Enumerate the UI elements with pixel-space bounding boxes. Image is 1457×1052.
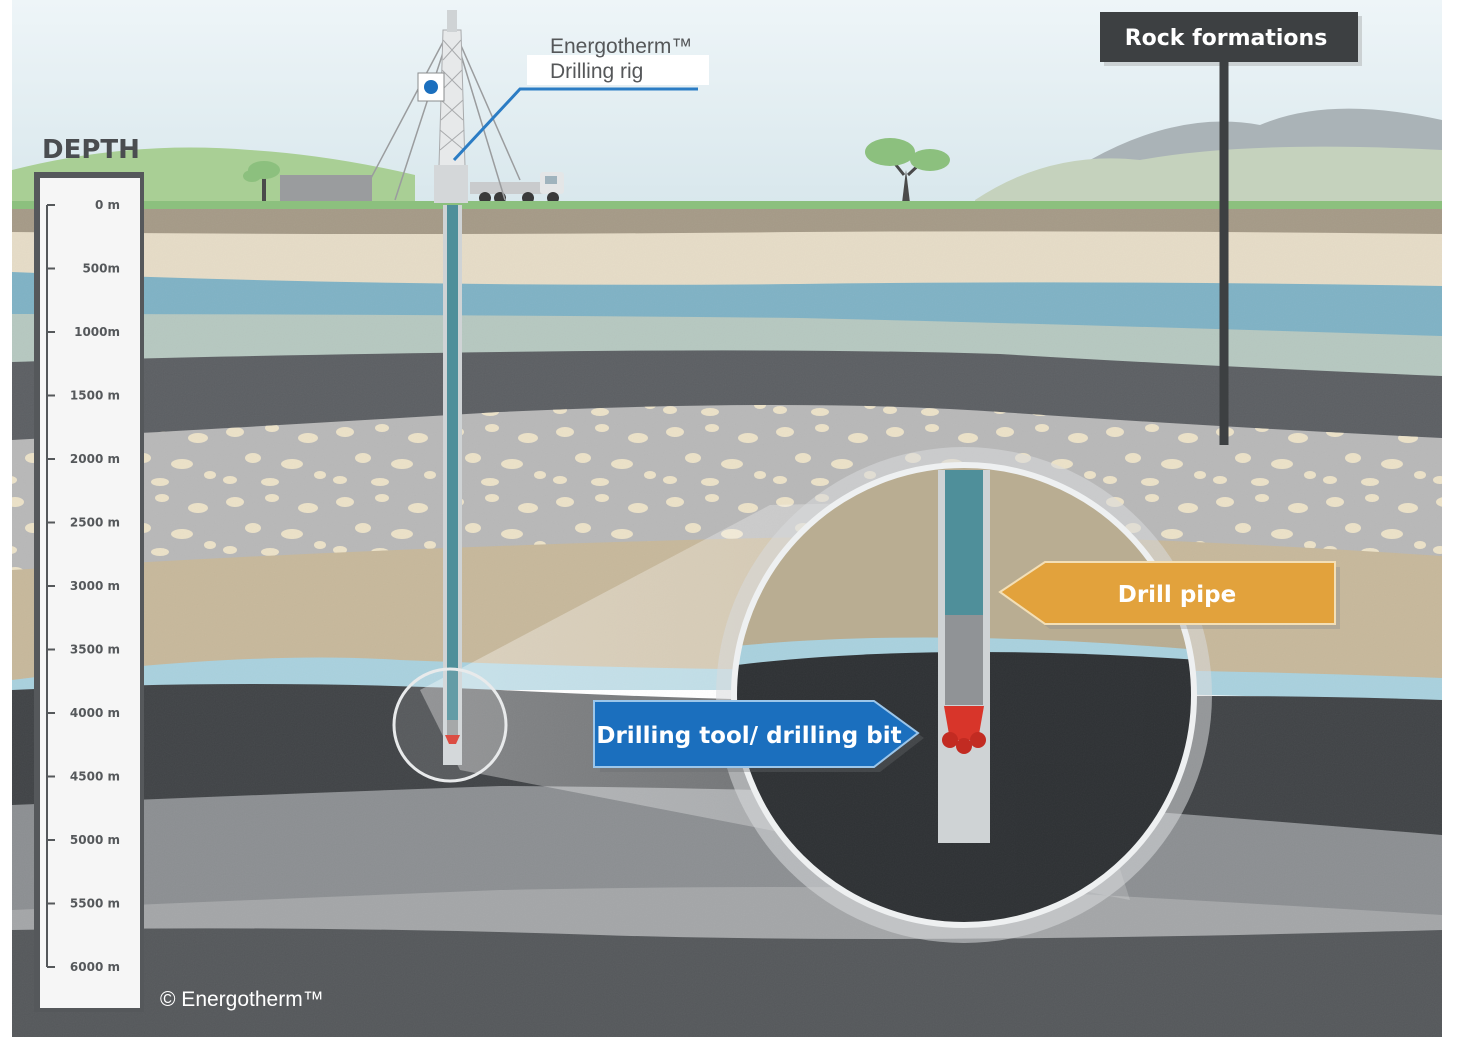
drill-bit-icon bbox=[942, 706, 986, 754]
depth-tick-label: 0 m bbox=[95, 198, 120, 212]
drill-pipe-label: Drill pipe bbox=[1118, 582, 1237, 608]
depth-scale: DEPTH 0 m 500m 1000m 1500 m 2000 m 2500 m 3000… bbox=[34, 135, 144, 1012]
equipment-container bbox=[280, 175, 372, 203]
depth-tick-label: 6000 m bbox=[70, 960, 120, 974]
magnifier-lens-edge bbox=[731, 462, 1197, 928]
depth-scale-panel bbox=[40, 178, 140, 1008]
drill-pipe-main bbox=[447, 205, 458, 725]
depth-title: DEPTH bbox=[42, 135, 140, 165]
depth-tick-label: 1500 m bbox=[70, 389, 120, 403]
depth-tick-label: 5500 m bbox=[70, 897, 120, 911]
grass-strip bbox=[12, 201, 1442, 209]
depth-ticks: 0 m 500m 1000m 1500 m 2000 m 2500 m 3000 m 3500… bbox=[47, 198, 120, 974]
magnified-drill-pipe bbox=[945, 470, 983, 615]
depth-tick-label: 4000 m bbox=[70, 706, 120, 720]
drilling-rig-icon bbox=[369, 10, 521, 203]
drill-pipe-callout: Drill pipe bbox=[998, 561, 1340, 629]
rig-label-background bbox=[527, 55, 709, 85]
hill-right bbox=[975, 146, 1442, 210]
depth-tick-label: 2000 m bbox=[70, 452, 120, 466]
depth-tick-label: 2500 m bbox=[70, 516, 120, 530]
rig-label-line2: Drilling rig bbox=[550, 60, 643, 83]
depth-tick-label: 3500 m bbox=[70, 643, 120, 657]
landscape bbox=[12, 0, 1442, 1037]
rig-label-leader-line bbox=[452, 87, 698, 162]
depth-tick-label: 4500 m bbox=[70, 770, 120, 784]
rock-formations-callout: Rock formations bbox=[1100, 12, 1362, 445]
depth-tick-label: 500m bbox=[82, 262, 120, 276]
rock-formations-label: Rock formations bbox=[1125, 26, 1328, 51]
magnified-drill-collar bbox=[945, 615, 983, 705]
rig-label-line1: Energotherm™ bbox=[550, 35, 692, 58]
tree-right-icon bbox=[865, 138, 950, 203]
copyright-text: © Energotherm™ bbox=[160, 988, 324, 1011]
zoom-source-circle bbox=[392, 667, 508, 783]
drill-collar bbox=[447, 720, 458, 735]
depth-tick-label: 5000 m bbox=[70, 833, 120, 847]
drilling-tool-label: Drilling tool/ drilling bit bbox=[596, 723, 901, 749]
truck-icon bbox=[470, 172, 564, 204]
depth-tick-label: 3000 m bbox=[70, 579, 120, 593]
depth-tick-label: 1000m bbox=[74, 325, 120, 339]
drill-bit-small-icon bbox=[445, 735, 460, 744]
drilling-tool-callout: Drilling tool/ drilling bit bbox=[593, 700, 924, 772]
tree-left-icon bbox=[243, 161, 280, 203]
